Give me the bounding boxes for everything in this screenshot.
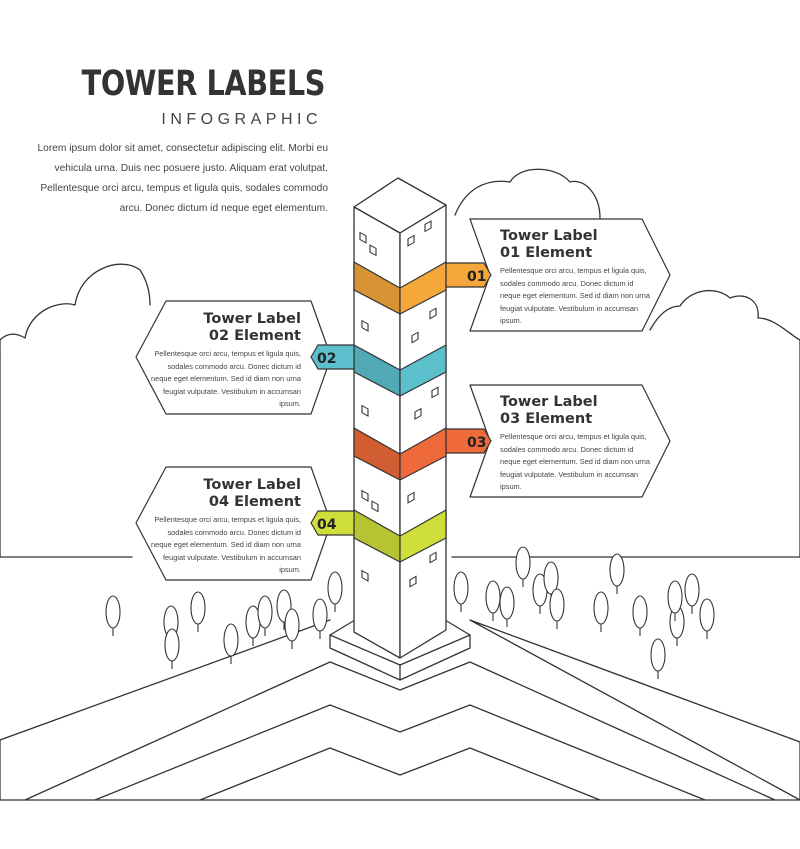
tree-crown — [223, 623, 239, 657]
badge-01-number: 01 — [467, 269, 486, 285]
tree-crown — [453, 571, 469, 605]
tree-crown — [650, 638, 666, 672]
tree-crown — [667, 580, 683, 614]
tree-crown — [632, 595, 648, 629]
tree-crown — [284, 608, 300, 642]
tree-crown — [312, 598, 328, 632]
road-outer — [0, 619, 800, 801]
tree-crown — [485, 580, 501, 614]
tower-windows — [359, 220, 439, 588]
tower-base-top — [329, 619, 471, 666]
tree-crown — [105, 595, 121, 629]
tree-crown — [593, 591, 609, 625]
hexagon-02 — [135, 300, 332, 415]
label-01-title: Tower Label 01 Element — [500, 228, 598, 261]
tree-crown — [699, 598, 715, 632]
band-04-right — [399, 509, 447, 563]
tree-crown — [499, 586, 515, 620]
road-line-2 — [94, 704, 706, 801]
tree-crown — [549, 588, 565, 622]
tree-crown — [515, 546, 531, 580]
label-03-title: Tower Label 03 Element — [500, 394, 598, 427]
label-04-text: Pellentesque orci arcu, tempus et ligula… — [151, 515, 301, 575]
cloud-right-top — [454, 168, 601, 219]
label-02-title: Tower Label 02 Element — [203, 311, 301, 344]
band-02-right — [399, 344, 447, 397]
badge-02-tag — [310, 344, 355, 370]
tree-crown — [257, 595, 273, 629]
tree-crown — [543, 561, 559, 595]
label-02-text: Pellentesque orci arcu, tempus et ligula… — [151, 349, 301, 409]
road-line-3 — [199, 747, 601, 801]
band-01-right — [399, 261, 447, 315]
trees-group — [105, 546, 715, 679]
road-line-1 — [24, 661, 776, 801]
band-03-right — [399, 427, 447, 481]
label-04-title: Tower Label 04 Element — [203, 477, 301, 510]
hexagon-04 — [135, 466, 332, 581]
page-title: TOWER LABELS — [81, 64, 326, 104]
badge-04-number: 04 — [317, 517, 337, 533]
page-subtitle: INFOGRAPHIC — [161, 111, 322, 128]
badge-04-tag — [310, 510, 355, 536]
badge-03-tag — [445, 428, 492, 454]
cloud-right — [649, 290, 800, 341]
tree-crown — [164, 628, 180, 662]
intro-paragraph: Lorem ipsum dolor sit amet, consectetur … — [37, 143, 328, 214]
label-03-text: Pellentesque orci arcu, tempus et ligula… — [500, 432, 650, 492]
tree-crown — [327, 571, 343, 605]
label-01-text: Pellentesque orci arcu, tempus et ligula… — [500, 266, 650, 326]
badge-01-tag — [445, 262, 492, 288]
badge-03-number: 03 — [467, 435, 486, 451]
badge-02-number: 02 — [317, 351, 336, 367]
cloud-left — [0, 263, 151, 355]
tree-crown — [190, 591, 206, 625]
tree-crown — [684, 573, 700, 607]
tree-crown — [609, 553, 625, 587]
